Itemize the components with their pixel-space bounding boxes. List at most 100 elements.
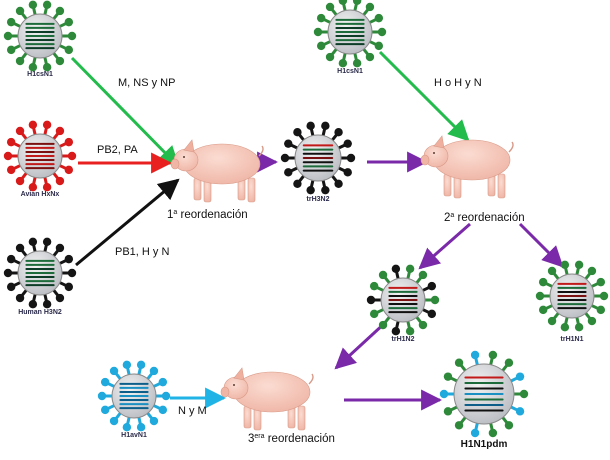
arrow-human-to-pig1 [75, 178, 180, 267]
virus-label: Human H3N2 [18, 309, 62, 316]
spike-head [369, 281, 379, 291]
spike-head [374, 13, 384, 23]
spike-head [405, 264, 415, 274]
spike-head [3, 31, 13, 41]
spike-head [321, 121, 330, 131]
spike-head [352, 0, 362, 6]
spike-head [284, 168, 293, 177]
spike-head [28, 62, 38, 72]
spike-head [334, 179, 343, 189]
pig-2 [420, 135, 514, 199]
virus-particle [3, 120, 77, 192]
spike-head [391, 326, 401, 336]
pig-eye [433, 152, 435, 154]
spike-head [306, 121, 315, 131]
spike-head [55, 126, 65, 136]
spike-head [306, 185, 315, 195]
arrows [70, 50, 564, 411]
edge-label-pb1-h-n: PB1, H y N [115, 246, 169, 258]
spike-head [488, 428, 498, 438]
pig-ear [233, 367, 245, 381]
spike-head [6, 254, 16, 264]
spike-head [538, 277, 548, 287]
spike-head [64, 165, 74, 175]
spike-head [149, 416, 159, 426]
spike-head [374, 41, 384, 51]
spike-head [560, 322, 570, 332]
pig-tail [258, 145, 264, 157]
virus-human-h3n2: Human H3N2 [3, 237, 77, 316]
spike-head [427, 281, 437, 291]
pig-leg [247, 177, 256, 203]
spike-head [28, 0, 38, 10]
spike-head [42, 62, 52, 72]
spike-head [15, 56, 25, 66]
spike-head [325, 52, 335, 62]
spike-head [42, 182, 52, 192]
spike-head [100, 377, 110, 387]
spike-head [454, 358, 464, 367]
spike-head [535, 291, 545, 301]
spike-head [280, 153, 290, 163]
pig-tail [308, 373, 314, 385]
pig-ear [183, 139, 195, 153]
spike-head [42, 299, 52, 309]
spike-head [293, 179, 302, 189]
spike-head [15, 293, 25, 303]
spike-head [284, 139, 293, 148]
spike-head [519, 389, 529, 399]
arrow-trh1n2-to-pig3 [334, 320, 388, 370]
spike-head [15, 126, 25, 136]
spike-head [136, 422, 146, 432]
virus-label: Avian HxNx [21, 191, 60, 198]
pig-leg [443, 173, 452, 197]
virus-particle [366, 264, 440, 336]
virus-particle [313, 0, 387, 68]
spike-head [15, 6, 25, 16]
spike-head [67, 268, 77, 278]
stage-superscript: a [450, 212, 454, 219]
spike-head [443, 407, 453, 416]
spike-head [574, 260, 584, 270]
pig-snout [170, 158, 180, 170]
spike-head [55, 6, 65, 16]
pig-leg [243, 405, 252, 429]
edge-label-n-y-m: N y M [178, 405, 207, 417]
spike-head [64, 254, 74, 264]
reassortment-label-3: 3era reordenación [248, 433, 335, 445]
spike-head [64, 45, 74, 55]
spike-head [325, 2, 335, 12]
spike-head [6, 282, 16, 292]
spike-head [15, 243, 25, 253]
pig-ear [433, 135, 445, 149]
spike-head [149, 366, 159, 376]
virus-particle [97, 360, 171, 432]
spike-head [42, 120, 52, 130]
spike-head [122, 422, 132, 432]
stage-text: reordenación [177, 209, 247, 221]
pig-1 [170, 139, 264, 203]
pig-snout [220, 386, 230, 398]
virus-h1avn1: H1avN1 [97, 360, 171, 439]
spike-head [64, 137, 74, 147]
reassortment-label-2: 2a reordenación [444, 212, 525, 224]
edge-label-m-ns-np: M, NS y NP [118, 77, 175, 89]
virus-particle [3, 237, 77, 309]
spike-head [343, 139, 352, 148]
spike-head [378, 270, 388, 280]
spike-head [365, 2, 375, 12]
spike-head [346, 153, 356, 163]
virus-avian-hxnx: Avian HxNx [3, 120, 77, 198]
spike-head [3, 151, 13, 161]
spike-head [338, 0, 348, 6]
virus-h1csn1-right: H1csN1 [313, 0, 387, 75]
spike-head [560, 260, 570, 270]
virus-particle [3, 0, 77, 72]
spike-head [28, 299, 38, 309]
spike-head [470, 350, 480, 360]
pig-3 [220, 367, 314, 431]
spike-head [405, 326, 415, 336]
stage-text: reordenación [265, 433, 335, 445]
spike-head [3, 268, 13, 278]
